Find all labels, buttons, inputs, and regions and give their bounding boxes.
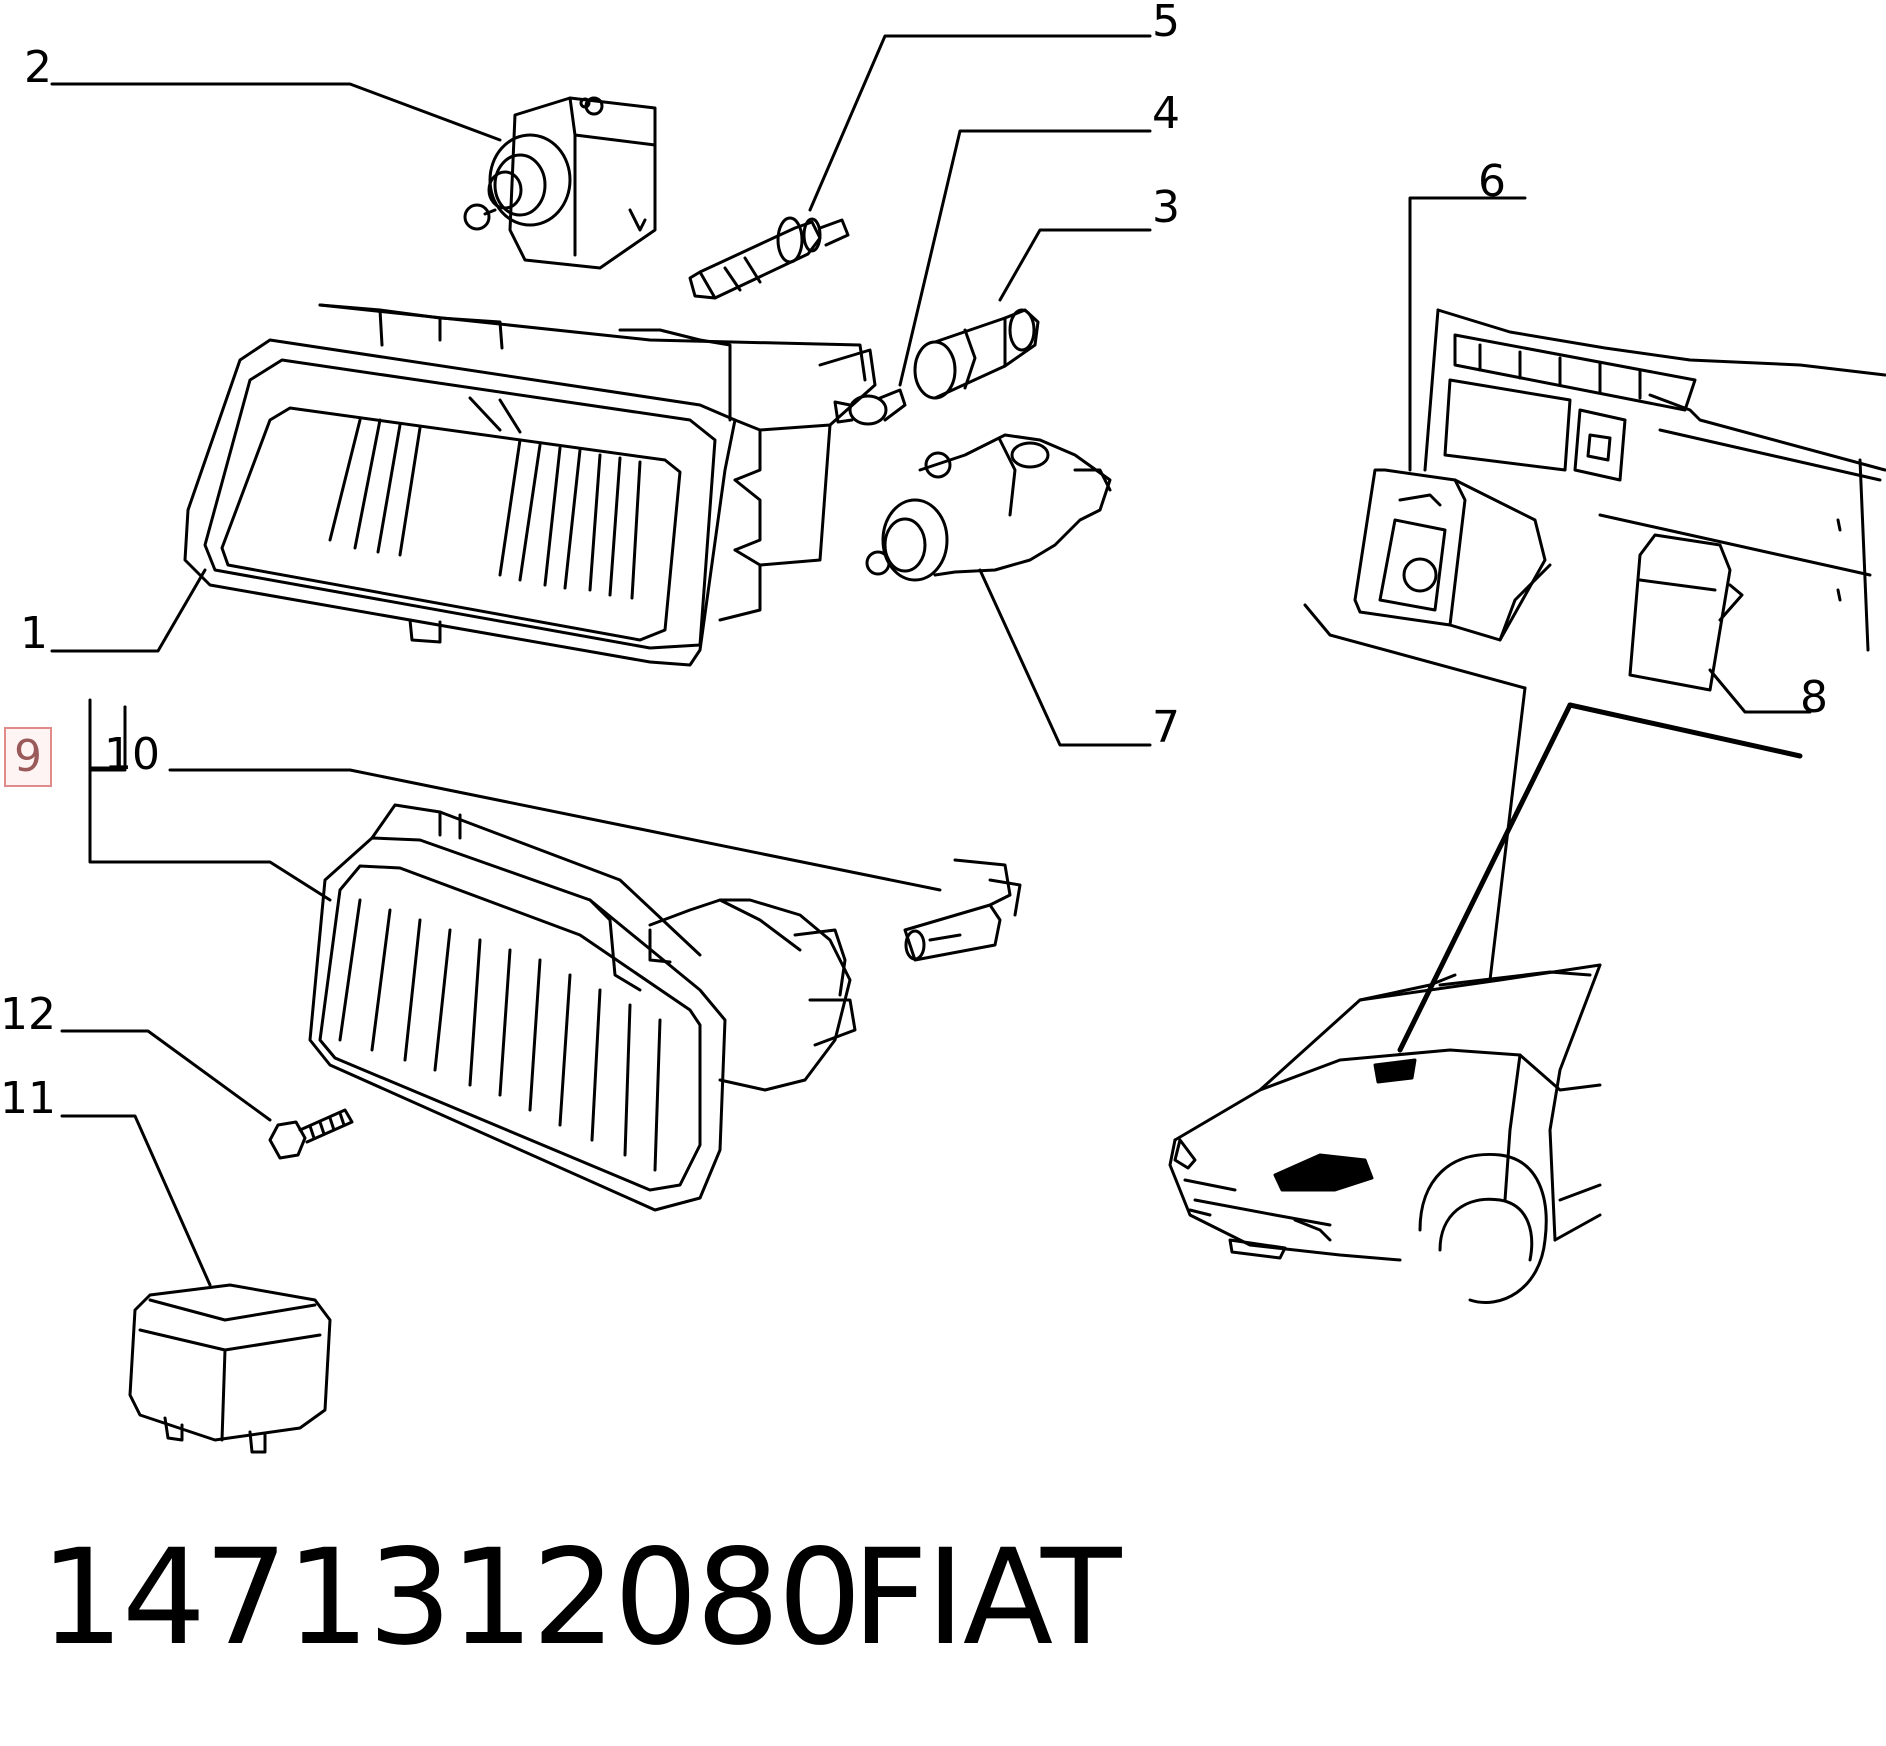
callout-9-highlighted[interactable]: 9 (4, 727, 52, 787)
vehicle-outline (1168, 702, 1803, 1304)
part-5-halogen-bulb (688, 216, 850, 300)
callout-3[interactable]: 3 (1152, 182, 1180, 233)
callout-2[interactable]: 2 (24, 42, 52, 93)
brand-name: FIAT (852, 1521, 1122, 1675)
part-11-relay (128, 1283, 332, 1454)
callout-7[interactable]: 7 (1152, 702, 1180, 753)
part-6-8-dashboard (1303, 308, 1886, 982)
callout-5[interactable]: 5 (1152, 0, 1180, 47)
leader-lines (50, 34, 1812, 1287)
part-12-screw (268, 1108, 354, 1160)
callout-12[interactable]: 12 (0, 989, 56, 1040)
part-7-bulb-holder (865, 433, 1112, 582)
callout-8[interactable]: 8 (1800, 672, 1828, 723)
callout-4[interactable]: 4 (1152, 88, 1180, 139)
callout-10[interactable]: 10 (104, 729, 160, 780)
part-3-socket (913, 308, 1040, 400)
part-4-small-bulb (833, 388, 907, 426)
part-9-fog-lamp (308, 803, 857, 1212)
part-2-adjuster-motor (463, 96, 657, 270)
callout-11[interactable]: 11 (0, 1073, 56, 1124)
callout-6[interactable]: 6 (1478, 156, 1506, 207)
part-number: 1471312080 (40, 1521, 862, 1675)
callout-1[interactable]: 1 (20, 608, 48, 659)
part-1-headlamp (183, 303, 877, 667)
part-10-fog-bulb (903, 858, 1022, 962)
